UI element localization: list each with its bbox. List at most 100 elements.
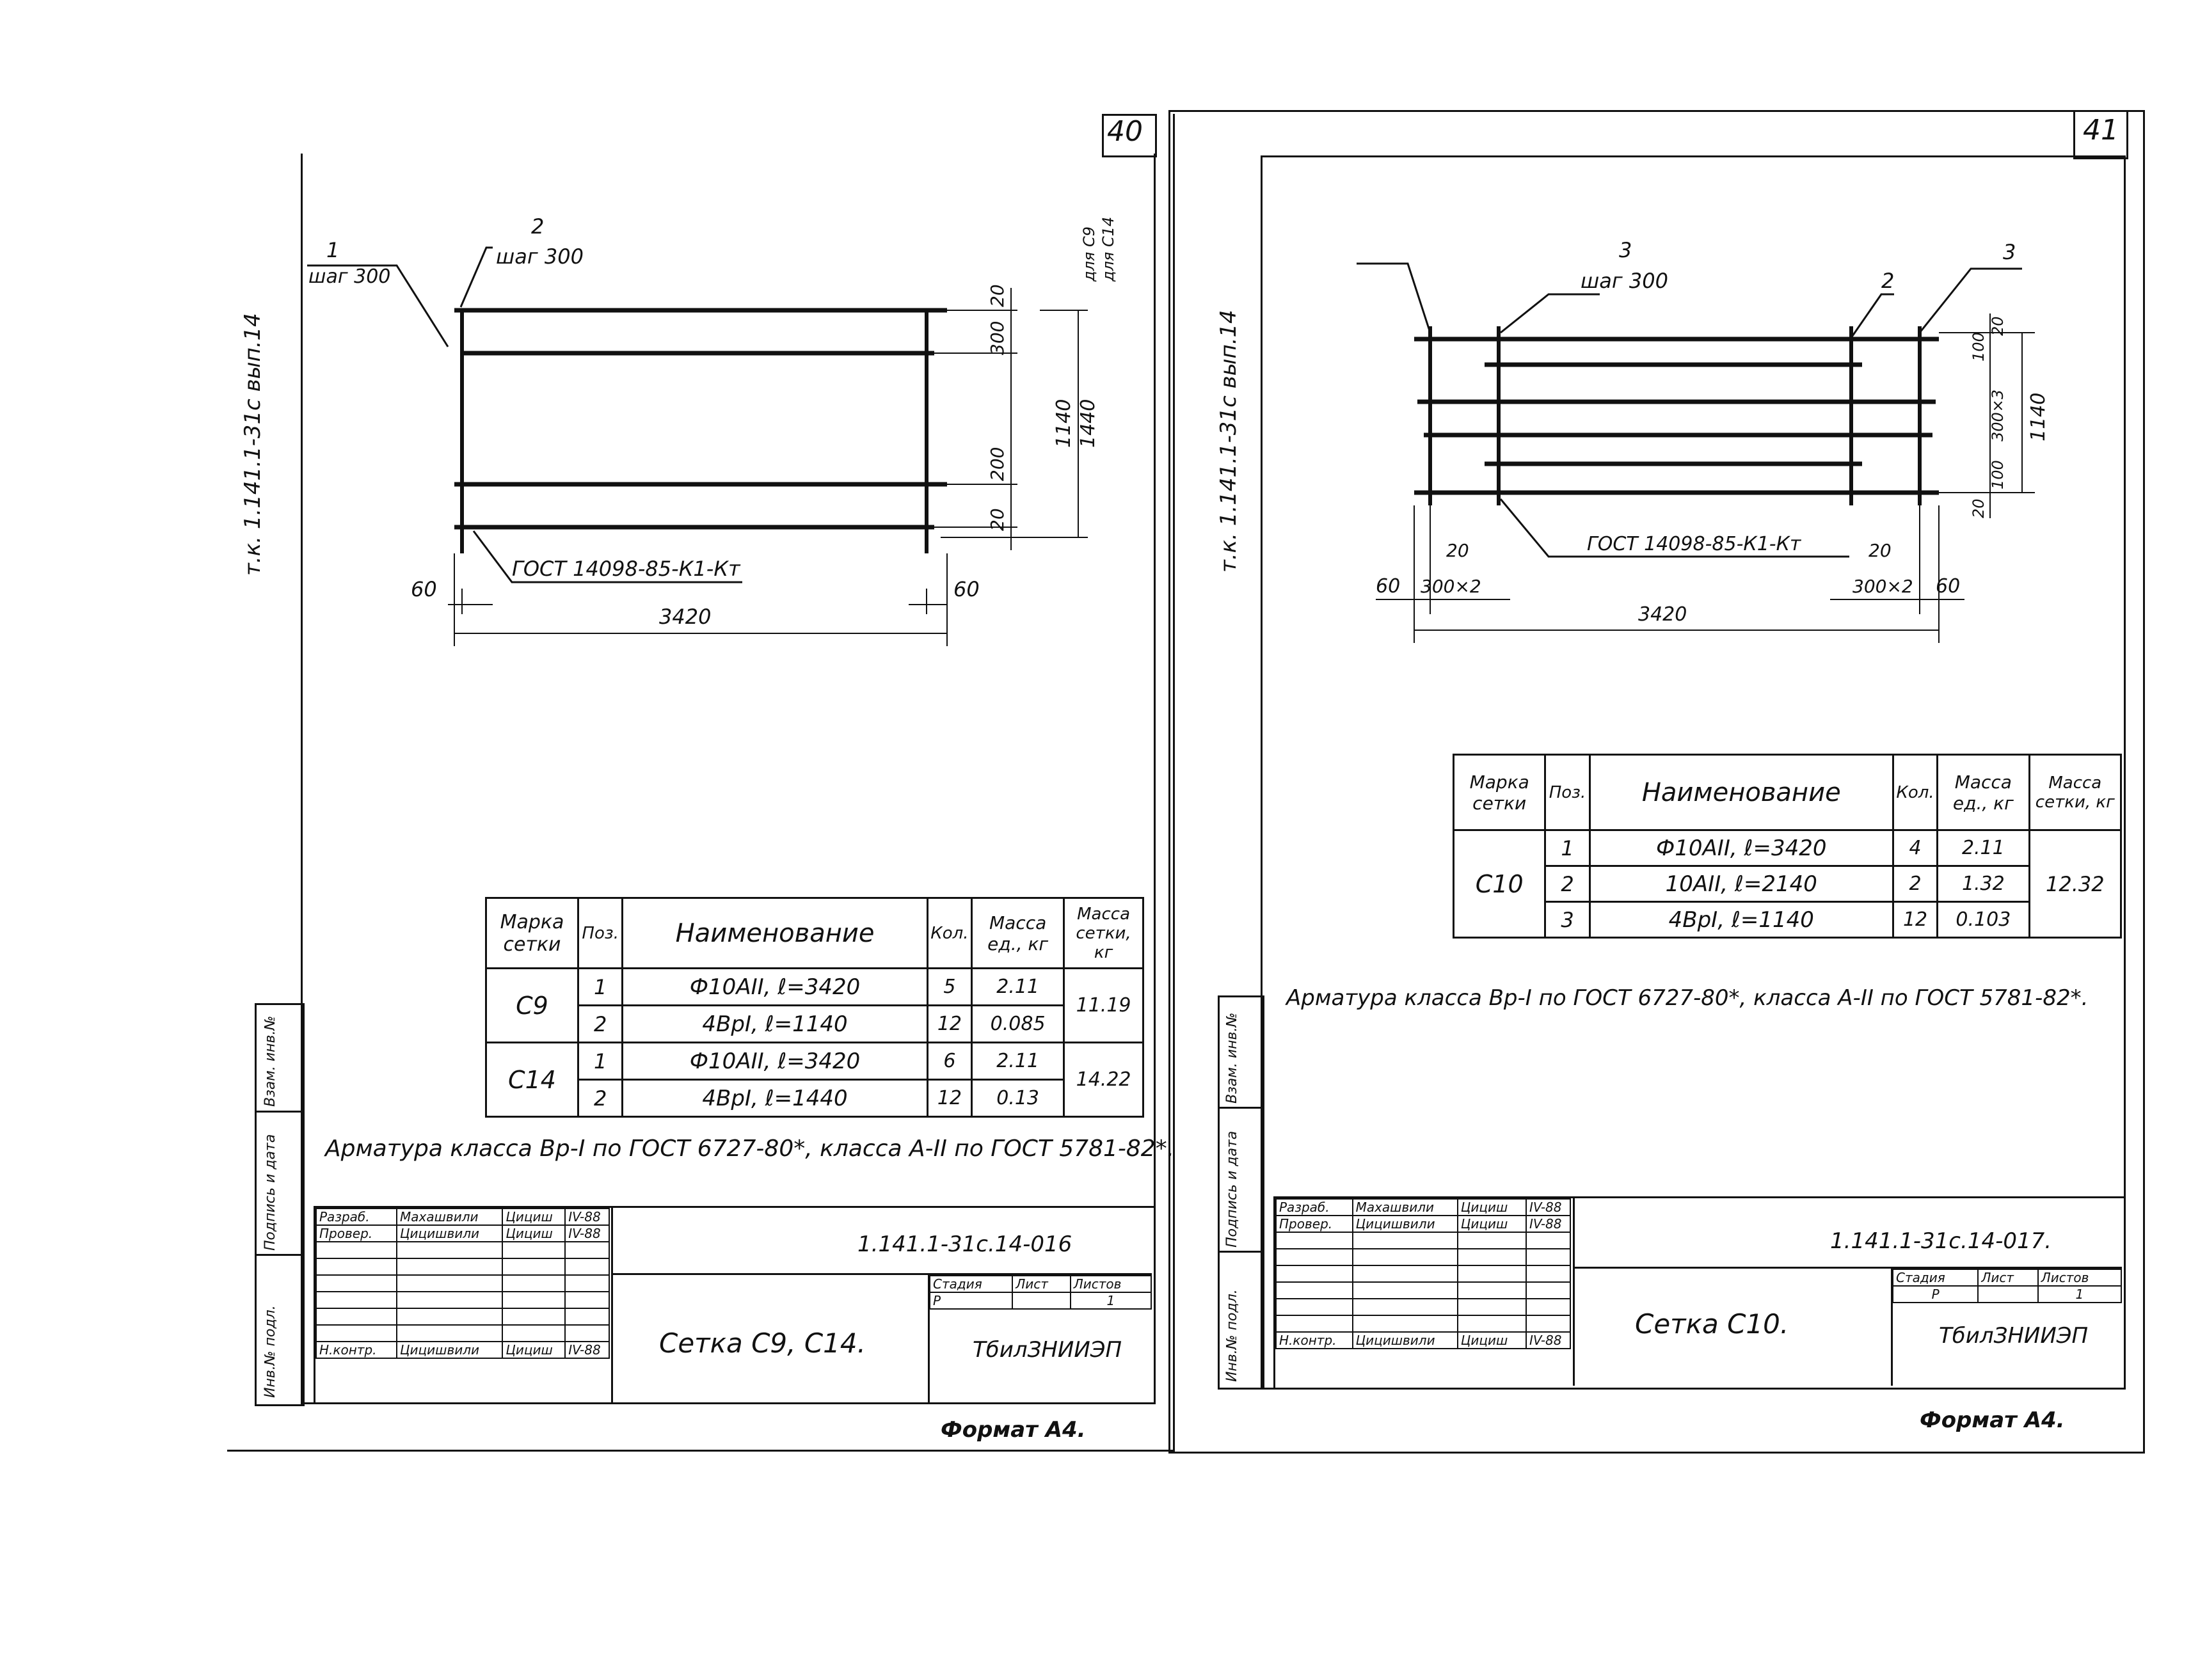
callout-2-number: 2 [531, 214, 544, 239]
organization: ТбилЗНИИЭП [973, 1337, 1122, 1363]
dim-top-20: 20 [987, 284, 1008, 307]
spec-qty: 12 [926, 1079, 973, 1118]
dim-1440: 1440 [1077, 399, 1099, 448]
callout-2-number: 2 [1881, 269, 1894, 293]
page-number: 41 [2083, 114, 2119, 147]
spec-header-qty: Кол. [1892, 754, 1939, 831]
spec-mass: 0.085 [971, 1004, 1065, 1043]
table-row: С9 1 Ф10АII, ℓ=3420 5 2.11 11.19 [485, 967, 1144, 1043]
tb-date: IV-88 [1526, 1331, 1571, 1349]
mesh-drawing-c9-c14: 1 шаг 300 2 шаг 300 ГОСТ 14098-85-К1-Кт … [307, 214, 1117, 646]
title-block [314, 1206, 1154, 1404]
spec-qty: 2 [1892, 865, 1939, 903]
tb-name: Цицишвили [396, 1224, 504, 1242]
format-label: Формат А4. [941, 1417, 1086, 1443]
tb-date: IV-88 [1526, 1215, 1571, 1233]
spec-header-pos: Поз. [1544, 754, 1591, 831]
side-stamp-inv: Инв.№ подл. [262, 1305, 278, 1398]
callout-3-step: шаг 300 [1581, 269, 1668, 293]
dim-note-c14: для С14 [1099, 217, 1117, 282]
weld-reference: ГОСТ 14098-85-К1-Кт [512, 557, 741, 581]
doc-code: 1.141.1-31с.14-017. [1830, 1228, 2052, 1254]
tb-sign: Цициш [1456, 1198, 1527, 1216]
organization: ТбилЗНИИЭП [1939, 1323, 2089, 1349]
spec-mass-total: 12.32 [2028, 829, 2123, 939]
spec-mass-total: 11.19 [1063, 967, 1144, 1043]
tb-role: Разраб. [1275, 1198, 1353, 1216]
spec-qty: 12 [926, 1004, 973, 1043]
spec-mark: С10 [1452, 829, 1547, 939]
tb-sign: Цициш [1456, 1215, 1527, 1233]
callout-3b-number: 3 [2003, 240, 2016, 264]
dim-20-left: 20 [1446, 540, 1469, 561]
spec-pos: 1 [577, 1042, 624, 1081]
spec-mark: С14 [485, 1042, 579, 1118]
spec-pos: 1 [577, 967, 624, 1006]
weld-reference: ГОСТ 14098-85-К1-Кт [1587, 533, 1802, 555]
tb-date: IV-88 [1526, 1198, 1571, 1216]
stage-value: Р [928, 1292, 1014, 1310]
title-block [1273, 1196, 2124, 1388]
sheet-outer-frame [227, 114, 1175, 1452]
callout-3-number: 3 [1619, 238, 1632, 262]
spec-name: 4ВрI, ℓ=1140 [1588, 901, 1894, 939]
spec-mass: 2.11 [1936, 829, 2030, 867]
spec-name: 10АII, ℓ=2140 [1588, 865, 1894, 903]
callout-1-number: 1 [326, 238, 339, 262]
tb-role: Разраб. [315, 1208, 398, 1226]
dim-200: 200 [987, 447, 1008, 481]
page-number: 40 [1107, 115, 1143, 148]
spec-header-mark: Марка сетки [485, 897, 579, 969]
format-label: Формат А4. [1920, 1407, 2065, 1433]
spec-header-name: Наименование [1588, 754, 1894, 831]
dim-20-right: 20 [1868, 540, 1892, 561]
spec-pos: 1 [1544, 829, 1591, 867]
spec-header-mass-unit: Масса ед., кг [971, 897, 1065, 969]
dim-length-3420: 3420 [659, 605, 711, 629]
spec-mass-total: 14.22 [1063, 1042, 1144, 1118]
tb-role: Провер. [315, 1224, 398, 1242]
series-code-vertical: т.к. 1.141.1-31с вып.14 [1216, 310, 1241, 573]
dim-bottom-100: 100 [1989, 460, 2007, 489]
tb-sign: Цициш [502, 1224, 566, 1242]
stage-label: Стадия [1892, 1269, 1979, 1287]
tb-role: Н.контр. [315, 1341, 398, 1359]
spec-qty: 6 [926, 1042, 973, 1081]
doc-code: 1.141.1-31с.14-016 [857, 1232, 1072, 1257]
drawing-title: Сетка С9, С14. [659, 1327, 866, 1359]
table-row: 2 4ВрI, ℓ=1440 12 0.13 [486, 1079, 1143, 1118]
tb-name: Махашвили [396, 1208, 504, 1226]
spec-name: Ф10АII, ℓ=3420 [1588, 829, 1894, 867]
side-stamp-sign: Подпись и дата [1224, 1130, 1240, 1248]
table-row: 3 4ВрI, ℓ=1140 12 0.103 [1454, 901, 2121, 939]
dim-300x2-left: 300×2 [1421, 576, 1481, 597]
spec-header-mass-total: Масса сетки, кг [2028, 754, 2123, 831]
spec-header-pos: Поз. [577, 897, 624, 969]
dim-300x3: 300×3 [1989, 390, 2007, 441]
tb-name: Цицишвили [1351, 1331, 1458, 1349]
spec-table: Марка сетки Поз. Наименование Кол. Масса… [1452, 754, 2123, 939]
table-row: С14 1 Ф10АII, ℓ=3420 6 2.11 14.22 [485, 1042, 1144, 1118]
tb-date: IV-88 [564, 1208, 610, 1226]
tb-role: Н.контр. [1275, 1331, 1353, 1349]
dim-length-3420: 3420 [1638, 603, 1687, 626]
spec-mark: С9 [485, 967, 579, 1043]
spec-qty: 4 [1892, 829, 1939, 867]
table-row: С10 1 Ф10АII, ℓ=3420 4 2.11 12.32 [1452, 829, 2123, 939]
side-stamp-replace: Взам. инв.№ [262, 1015, 278, 1107]
spec-header-qty: Кол. [926, 897, 973, 969]
callout-1-step: шаг 300 [308, 265, 390, 288]
dim-top-20: 20 [1989, 316, 2007, 336]
dim-bottom-20: 20 [1970, 498, 1988, 518]
dim-note-c9: для С9 [1080, 226, 1098, 282]
spec-pos: 2 [577, 1004, 624, 1043]
spec-pos: 3 [1544, 901, 1591, 939]
spec-qty: 12 [1892, 901, 1939, 939]
dim-60-left: 60 [1376, 575, 1400, 598]
